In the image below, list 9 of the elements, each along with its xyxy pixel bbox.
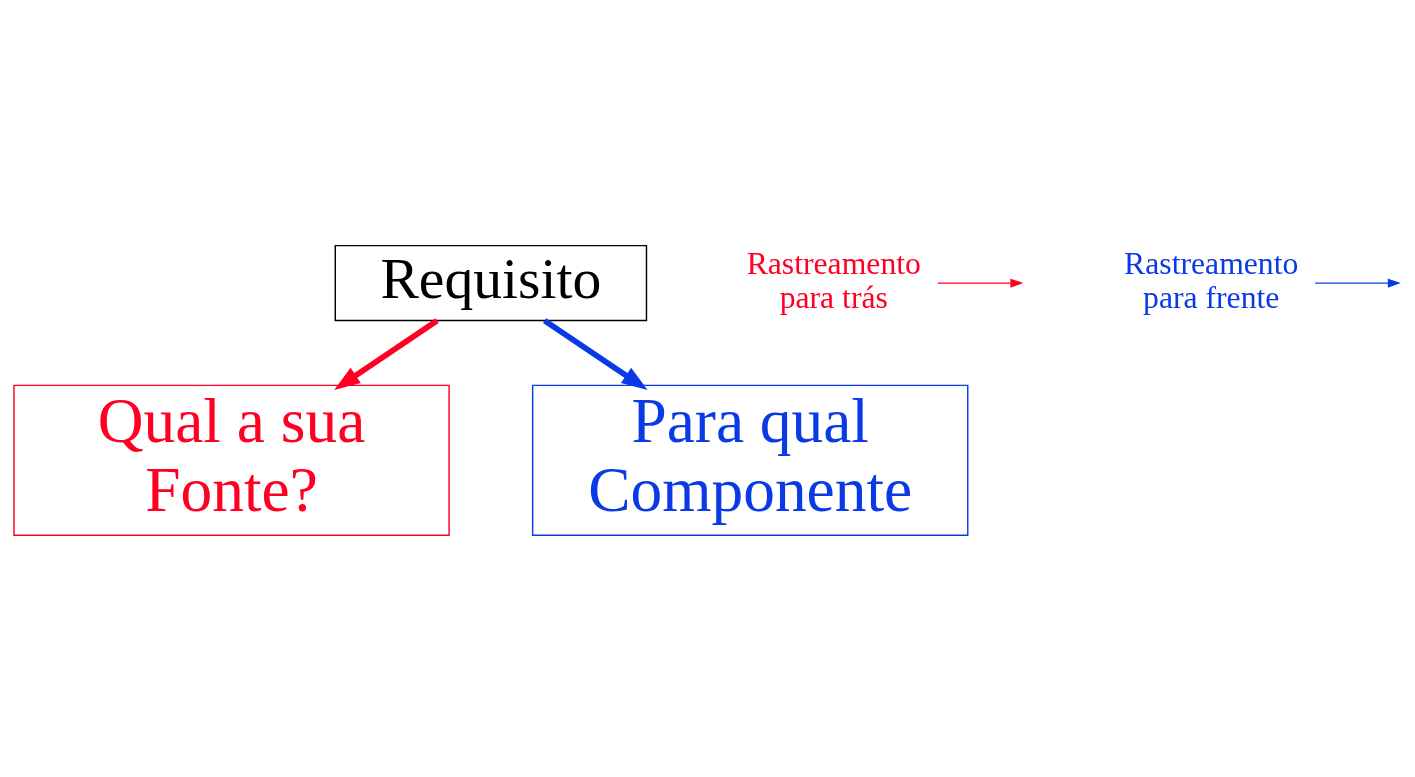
arrow [334,317,439,390]
node-box: Qual a sua Fonte? [13,384,450,536]
node-box: Para qual Componente [531,384,969,536]
node-text: Rastreamento para frente [1124,245,1299,315]
node-box: Requisito [334,244,648,321]
arrow [1314,278,1401,288]
node-text: Rastreamento para trás [746,245,921,315]
arrow [937,278,1024,288]
arrow [543,317,648,390]
